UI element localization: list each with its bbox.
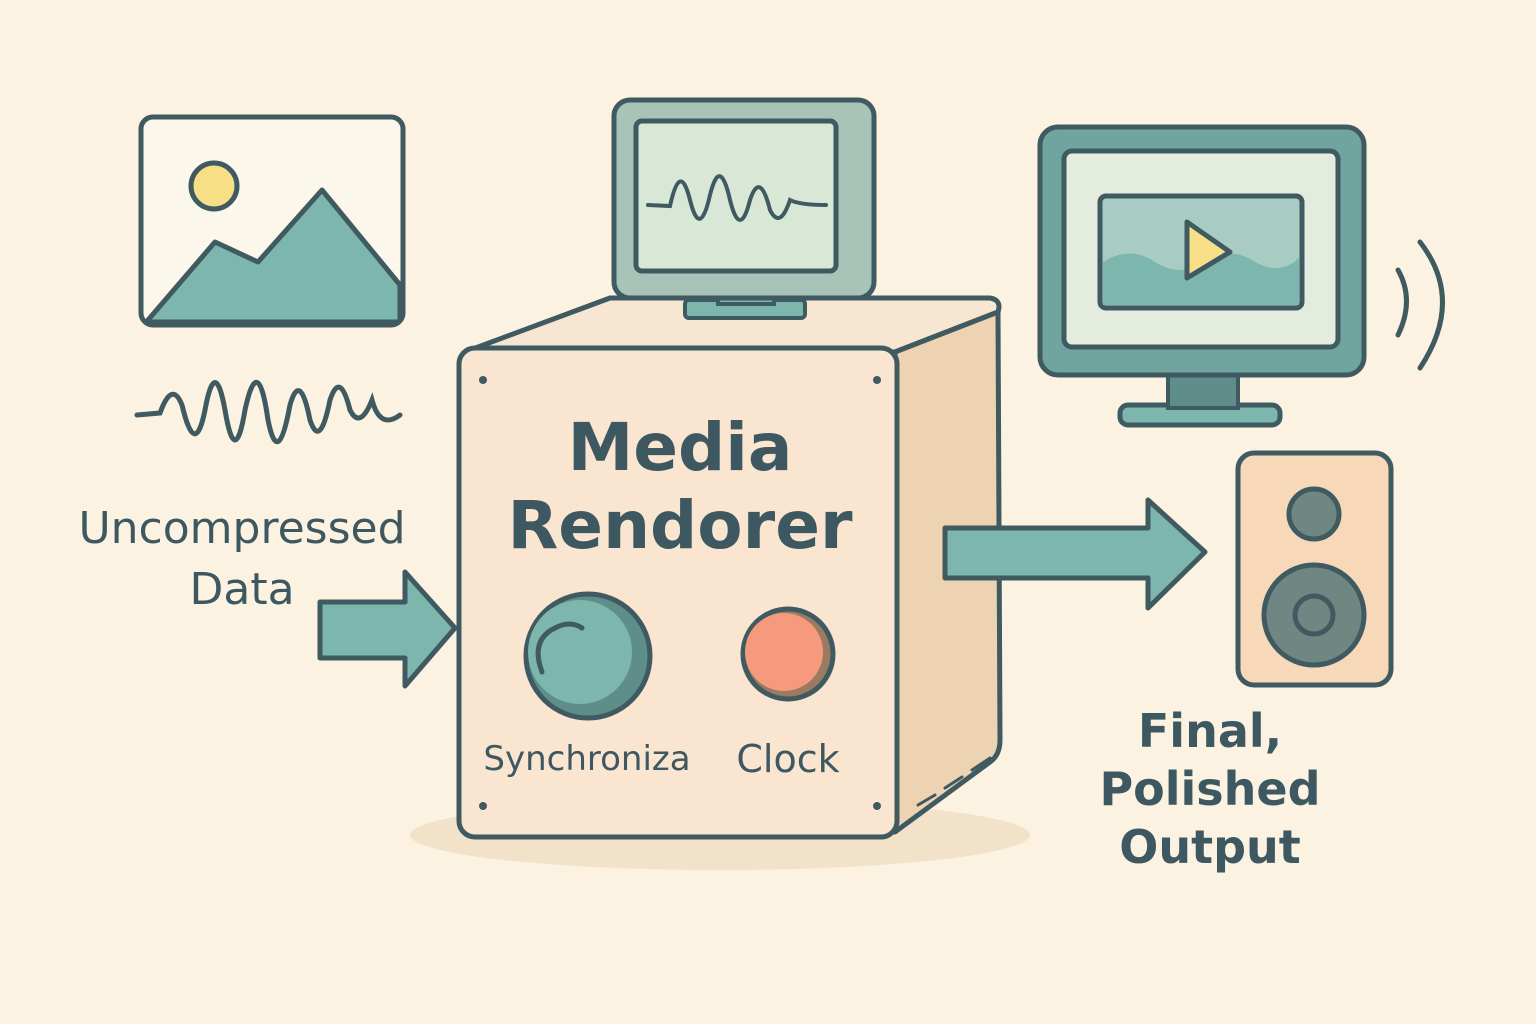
output-label-line3: Output bbox=[1119, 820, 1301, 874]
output-label-line2: Polished bbox=[1099, 762, 1320, 816]
input-label-line1: Uncompressed bbox=[78, 503, 405, 554]
box-vent-lines bbox=[916, 756, 992, 807]
input-arrow bbox=[317, 569, 458, 689]
renderer-title-line2: Rendorer bbox=[507, 487, 852, 564]
waveform-monitor bbox=[611, 97, 877, 320]
renderer-title-line1: Media bbox=[568, 409, 793, 486]
speaker-icon bbox=[1235, 450, 1394, 688]
video-monitor-icon bbox=[1037, 124, 1367, 428]
audio-waveform-icon bbox=[134, 380, 403, 445]
play-icon bbox=[1184, 219, 1233, 281]
clock-label: Clock bbox=[736, 737, 839, 781]
input-label-line2: Data bbox=[189, 564, 294, 615]
screw-dots bbox=[479, 376, 881, 810]
sound-waves-icon bbox=[1395, 239, 1445, 371]
sync-label: Synchroniza bbox=[483, 739, 690, 779]
output-arrow bbox=[942, 497, 1208, 611]
output-label-line1: Final, bbox=[1138, 704, 1282, 758]
image-icon bbox=[138, 114, 406, 328]
sync-knob[interactable] bbox=[523, 591, 653, 721]
clock-button[interactable] bbox=[740, 606, 836, 702]
